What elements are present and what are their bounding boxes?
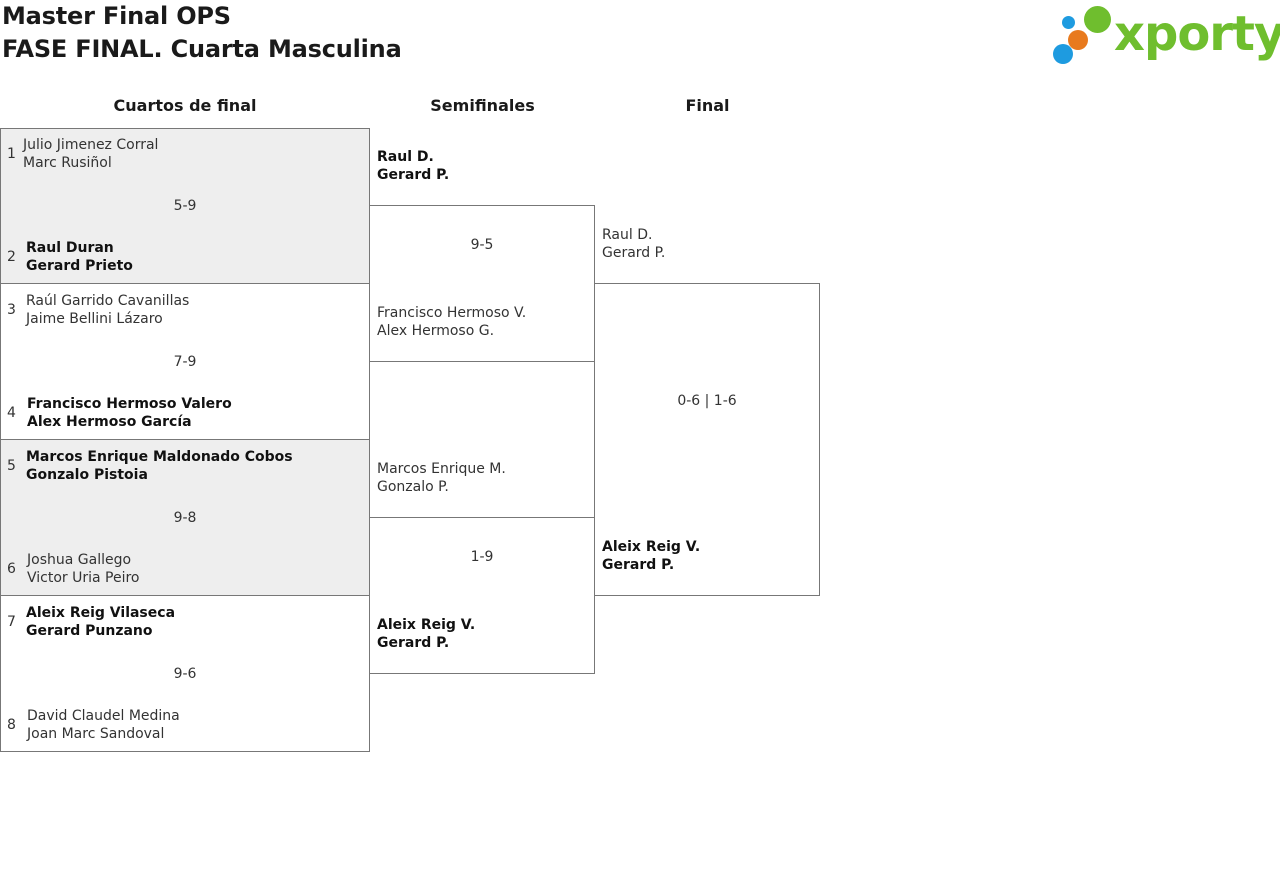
xporty-logo[interactable]: xporty [1050, 4, 1280, 68]
team-entry-winner[interactable]: Francisco Hermoso Valero Alex Hermoso Ga… [27, 395, 232, 431]
player-name: Alex Hermoso G. [377, 323, 495, 339]
logo-dot-blue-large [1053, 44, 1073, 64]
seed-number: 2 [7, 249, 16, 265]
team-entry[interactable]: David Claudel Medina Joan Marc Sandoval [27, 707, 180, 743]
logo-dot-orange [1068, 30, 1088, 50]
player-name: Julio Jimenez Corral [23, 137, 159, 153]
column-header-final: Final [685, 96, 730, 115]
player-name: Aleix Reig Vilaseca [26, 605, 176, 621]
player-name: David Claudel Medina [27, 708, 180, 724]
team-entry-winner[interactable]: Aleix Reig Vilaseca Gerard Punzano [26, 604, 175, 640]
player-name: Aleix Reig V. [602, 539, 701, 555]
team-entry[interactable]: Francisco Hermoso V. Alex Hermoso G. [377, 304, 526, 340]
match-score: 9-6 [173, 666, 197, 682]
team-entry-winner[interactable]: Aleix Reig V. Gerard P. [377, 616, 475, 652]
player-name: Francisco Hermoso V. [377, 305, 527, 321]
player-name: Francisco Hermoso Valero [27, 396, 232, 412]
player-name: Gerard P. [602, 245, 666, 261]
match-score: 1-9 [470, 549, 494, 565]
match-score: 9-8 [173, 510, 197, 526]
player-name: Raúl Garrido Cavanillas [26, 293, 190, 309]
player-name: Joshua Gallego [27, 552, 132, 568]
team-entry-winner[interactable]: Aleix Reig V. Gerard P. [602, 538, 700, 574]
match-score: 5-9 [173, 198, 197, 214]
seed-number: 4 [7, 405, 16, 421]
player-name: Gerard P. [377, 635, 450, 651]
player-name: Gerard Prieto [26, 258, 133, 274]
player-name: Alex Hermoso García [27, 414, 192, 430]
player-name: Jaime Bellini Lázaro [26, 311, 163, 327]
match-score: 0-6 | 1-6 [677, 393, 737, 409]
player-name: Victor Uria Peiro [27, 570, 140, 586]
seed-number: 7 [7, 614, 16, 630]
player-name: Raul D. [377, 149, 434, 165]
player-name: Marc Rusiñol [23, 155, 112, 171]
player-name: Marcos Enrique M. [377, 461, 506, 477]
match-score: 7-9 [173, 354, 197, 370]
team-entry[interactable]: Joshua Gallego Victor Uria Peiro [27, 551, 140, 587]
player-name: Gerard Punzano [26, 623, 153, 639]
seed-number: 6 [7, 561, 16, 577]
column-header-quarterfinals: Cuartos de final [113, 96, 257, 115]
team-entry-winner[interactable]: Raul Duran Gerard Prieto [26, 239, 133, 275]
player-name: Gonzalo Pistoia [26, 467, 148, 483]
seed-number: 1 [7, 146, 16, 162]
column-header-semifinals: Semifinales [430, 96, 535, 115]
logo-dot-green [1084, 6, 1111, 33]
seed-number: 5 [7, 458, 16, 474]
team-entry[interactable]: Julio Jimenez Corral Marc Rusiñol [23, 136, 158, 172]
team-entry[interactable]: Marcos Enrique M. Gonzalo P. [377, 460, 506, 496]
logo-dot-blue [1062, 16, 1075, 29]
seed-number: 3 [7, 302, 16, 318]
team-entry[interactable]: Raúl Garrido Cavanillas Jaime Bellini Lá… [26, 292, 189, 328]
player-name: Raul Duran [26, 240, 114, 256]
match-score: 9-5 [470, 237, 494, 253]
team-entry-winner[interactable]: Raul D. Gerard P. [377, 148, 449, 184]
team-entry[interactable]: Raul D. Gerard P. [602, 226, 665, 262]
seed-number: 8 [7, 717, 16, 733]
team-entry-winner[interactable]: Marcos Enrique Maldonado Cobos Gonzalo P… [26, 448, 293, 484]
page-subtitle: FASE FINAL. Cuarta Masculina [2, 35, 402, 63]
player-name: Gerard P. [602, 557, 675, 573]
player-name: Joan Marc Sandoval [27, 726, 165, 742]
page-title: Master Final OPS [2, 2, 231, 30]
logo-text: xporty [1114, 6, 1280, 62]
player-name: Aleix Reig V. [377, 617, 476, 633]
player-name: Gerard P. [377, 167, 450, 183]
player-name: Raul D. [602, 227, 653, 243]
final-match [594, 283, 820, 596]
player-name: Gonzalo P. [377, 479, 449, 495]
player-name: Marcos Enrique Maldonado Cobos [26, 449, 293, 465]
